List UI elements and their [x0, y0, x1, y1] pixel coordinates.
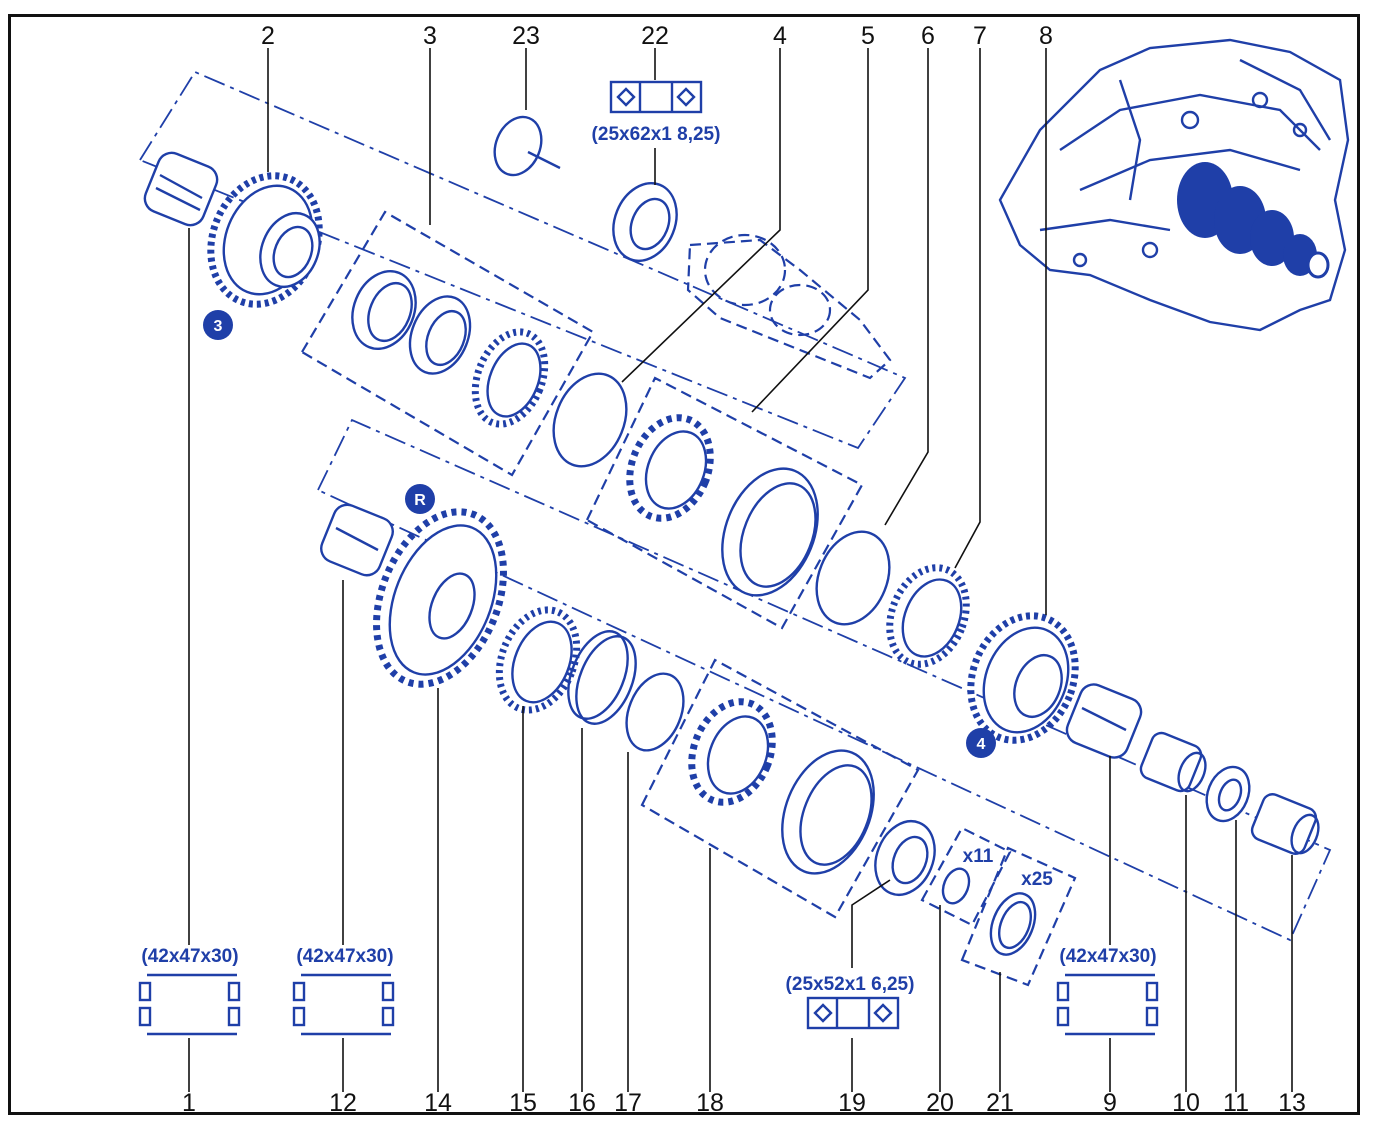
synchro-assembly-18: [688, 698, 875, 875]
group-21-outline: [960, 846, 1077, 987]
part-number-label: 23: [512, 22, 540, 50]
circlip-20: [941, 867, 971, 905]
part-number-label: 17: [614, 1089, 642, 1117]
group-3-outline: [300, 210, 595, 477]
diagram-frame: [8, 14, 1360, 1115]
part-number-label: 13: [1278, 1089, 1306, 1117]
group-5-outline: [585, 376, 864, 630]
spec-bearing-19: (25x52x1 6,25): [786, 974, 915, 995]
needle-bearing-symbol-12: [292, 973, 395, 1036]
part-number-label: 4: [773, 22, 787, 50]
reverse-gear-14: [373, 508, 507, 688]
group-20-outline: [920, 826, 1012, 927]
spec-needle-12: (42x47x30): [296, 946, 393, 967]
part-number-label: 21: [986, 1089, 1014, 1117]
leader-lines: [188, 48, 1293, 1092]
quantity-21: x25: [1021, 869, 1053, 890]
badge-gear-3: 3: [203, 310, 233, 340]
part-number-label: 10: [1172, 1089, 1200, 1117]
group-18-outline: [640, 658, 920, 919]
part-number-label: 6: [921, 22, 935, 50]
part-number-label: 22: [641, 22, 669, 50]
part-number-label: 19: [838, 1089, 866, 1117]
spec-needle-9: (42x47x30): [1059, 946, 1156, 967]
part-number-label: 3: [423, 22, 437, 50]
quantity-20: x11: [963, 846, 994, 867]
part-number-label: 2: [261, 22, 275, 50]
gear-3: [207, 172, 323, 308]
part-number-label: 18: [696, 1089, 724, 1117]
part-number-label: 16: [568, 1089, 596, 1117]
part-number-label: 20: [926, 1089, 954, 1117]
shim-21: [989, 892, 1037, 956]
svg-text:3: 3: [214, 318, 223, 335]
spacer-13: [1250, 793, 1320, 855]
synchro-hub-3: [351, 270, 549, 428]
bearing-19: [874, 820, 936, 896]
snap-ring-6: [815, 530, 891, 626]
needle-bearing-symbol-9: [1056, 973, 1159, 1036]
needle-bearing-2-upper: [143, 151, 219, 227]
needle-bearing-9: [1065, 683, 1143, 759]
part-number-label: 11: [1223, 1089, 1249, 1117]
needle-bearing-symbol-1: [138, 973, 241, 1036]
part-number-label: 7: [973, 22, 987, 50]
spacer-10: [1139, 731, 1207, 793]
part-number-label: 15: [509, 1089, 537, 1117]
synchro-assembly-5: [626, 414, 819, 597]
washer-23: [493, 115, 561, 177]
part-number-label: 5: [861, 22, 875, 50]
lock-washer-11: [1205, 765, 1251, 823]
part-number-label: 1: [182, 1089, 196, 1117]
ball-bearing-symbol-19: [806, 996, 900, 1030]
upper-shaft-axis: [139, 70, 907, 450]
part-number-label: 9: [1103, 1089, 1117, 1117]
svg-text:4: 4: [977, 736, 986, 753]
gearbox-housing-illustration: [998, 38, 1350, 332]
needle-bearing-12: [320, 503, 394, 577]
ball-bearing-symbol-22: [609, 80, 703, 114]
part-number-label: 14: [424, 1089, 452, 1117]
synchro-ring-7: [886, 564, 970, 668]
gear-4: [967, 612, 1079, 744]
spec-bearing-22: (25x62x1 8,25): [592, 124, 721, 145]
spec-needle-1: (42x47x30): [141, 946, 238, 967]
part-number-label: 8: [1039, 22, 1053, 50]
circlip-17: [625, 672, 685, 752]
bearing-22: [612, 182, 678, 262]
output-shaft-dashed: [686, 233, 892, 380]
lower-shaft-axis: [317, 418, 1332, 942]
badge-gear-4: 4: [966, 728, 996, 758]
snap-ring-4: [552, 372, 628, 468]
svg-text:R: R: [414, 492, 426, 509]
badge-reverse: R: [405, 484, 435, 514]
part-number-label: 12: [329, 1089, 357, 1117]
spring-ring-16: [567, 630, 637, 725]
